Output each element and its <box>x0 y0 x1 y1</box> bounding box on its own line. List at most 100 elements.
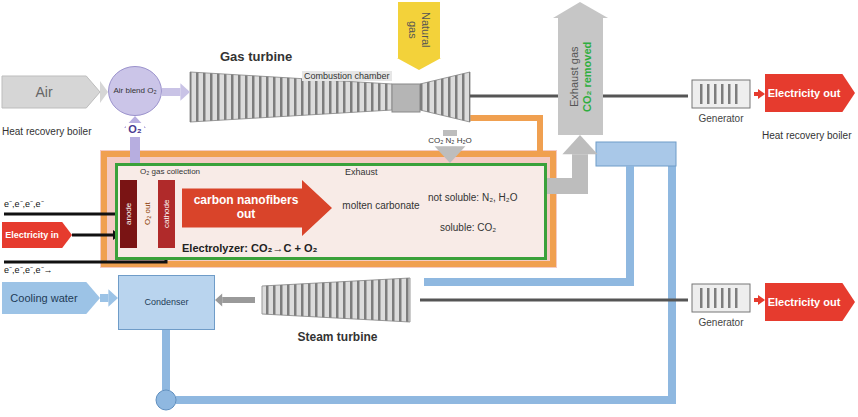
nano-outline <box>182 180 332 236</box>
node-text: Gas turbine <box>220 50 292 65</box>
hot-gas-pipe <box>104 154 553 264</box>
connector-line <box>547 154 580 186</box>
electrolyzer: Electrolyzer: CO₂→C + O₂ anode cathode carb… <box>115 163 547 260</box>
wire <box>72 230 120 240</box>
turbine-blades <box>420 72 470 122</box>
generator: Generator <box>688 282 754 328</box>
pent-outline <box>765 74 855 112</box>
node-text: Condenser <box>144 297 188 307</box>
cathode: cathode <box>158 180 175 248</box>
oxygen-flow <box>124 116 146 163</box>
shaft <box>420 300 688 301</box>
node-text: carbon nanofibers out <box>190 194 302 222</box>
pump <box>156 390 176 410</box>
connector-line <box>100 294 108 302</box>
combustion-chamber <box>392 84 420 112</box>
node-text: molten carbonate <box>342 200 419 212</box>
power-flow <box>754 295 765 305</box>
air-flow <box>100 81 108 103</box>
gas-inlet: Natural gas <box>398 2 440 58</box>
node-text: Combustion chamber <box>302 71 392 81</box>
node-text: Electricity in <box>5 230 59 240</box>
exhaust-stack: Exhaust gasCO₂ removed <box>558 18 603 135</box>
exhaust-flow <box>547 135 598 186</box>
part-label: O₂ out <box>139 180 156 248</box>
node-text: Air <box>35 84 52 100</box>
pent-outline <box>2 76 100 108</box>
generator-body <box>692 80 750 108</box>
arrowhead <box>435 146 466 163</box>
pent-outline <box>765 283 855 321</box>
part-label: Exhaust <box>345 167 378 177</box>
connector-line <box>162 88 180 96</box>
compressor-blades <box>190 72 392 122</box>
arrowhead <box>562 135 597 154</box>
node-text: Electricity out <box>768 87 841 100</box>
product-arrow: carbon nanofibers out <box>182 180 332 236</box>
connector-line <box>420 299 688 302</box>
edge-label: O₂ <box>126 123 143 136</box>
steam-turbine: Steam turbine <box>255 275 420 347</box>
node-text: Steam turbine <box>297 331 377 345</box>
pent-outline <box>2 282 100 314</box>
connector-line <box>72 234 113 237</box>
part-label: O₂ gas collection <box>140 167 200 176</box>
node-text: Cooling water <box>10 292 77 305</box>
pent-outline <box>2 222 72 248</box>
arrowhead <box>108 289 118 307</box>
node-text: anode <box>124 203 133 225</box>
electron-label: e⁻,e⁻,e⁻,e⁻ <box>4 199 44 209</box>
steam-turbine-body <box>262 278 410 322</box>
arrowhead <box>397 58 441 70</box>
node-text: Natural gas <box>406 2 431 58</box>
arrowhead <box>758 89 765 99</box>
electron-label: e⁻,e⁻,e⁻,e⁻→ <box>4 265 53 275</box>
gas-turbine: Gas turbineCombustion chamber <box>190 70 470 130</box>
input-arrow: Cooling water <box>2 282 100 314</box>
power-flow <box>754 89 765 99</box>
exhaust-flow <box>435 130 466 163</box>
output-arrow: Electricity out <box>765 283 855 321</box>
node-text: cathode <box>162 200 171 228</box>
connector-line <box>754 298 758 302</box>
air-blend-circle: Air blend O₂ <box>108 66 162 116</box>
connector-line <box>754 92 758 96</box>
steam-turbine-blades <box>262 278 410 322</box>
steam-flow <box>215 293 255 306</box>
nano-shape <box>182 180 332 236</box>
generator-body <box>692 284 750 312</box>
arrowhead <box>180 83 190 101</box>
node-text: Generator <box>698 113 743 125</box>
output-arrow: Electricity out <box>765 74 855 112</box>
node-text: Electricity out <box>768 296 841 309</box>
input-arrow: Air <box>2 76 100 108</box>
generator: Generator <box>688 78 754 124</box>
note-label: soluble: CO₂ <box>440 222 496 234</box>
node-text: CO₂ removed <box>581 41 594 111</box>
boiler-label: Heat recovery boiler <box>762 130 854 142</box>
heat-zone <box>100 150 557 268</box>
exhaust-arrowhead <box>553 2 608 18</box>
input-arrow: Electricity in <box>2 222 72 248</box>
turbine <box>420 72 470 122</box>
hot-gas-pipe <box>470 118 540 154</box>
air-flow <box>162 83 190 101</box>
note-label: not soluble: N₂, H₂O <box>428 192 517 204</box>
ellipse-outline <box>109 67 162 116</box>
generator-fins <box>700 84 742 104</box>
compressor <box>190 72 392 122</box>
edge-label: CO₂ N₂ H₂O <box>426 136 474 146</box>
node-text: Generator <box>698 317 743 329</box>
water-flow <box>100 289 118 307</box>
arrowhead <box>758 295 765 305</box>
generator-fins <box>700 288 742 308</box>
node-text: Air blend O₂ <box>113 86 156 95</box>
node-text: Electrolyzer: CO₂→C + O₂ <box>182 242 317 255</box>
arrowhead <box>215 293 222 306</box>
arrowhead <box>100 81 108 103</box>
condenser: Condenser <box>118 275 215 330</box>
heat-recovery-boiler <box>596 142 676 166</box>
electrolyte: molten carbonate <box>340 188 422 224</box>
fuel-flow <box>397 58 441 70</box>
